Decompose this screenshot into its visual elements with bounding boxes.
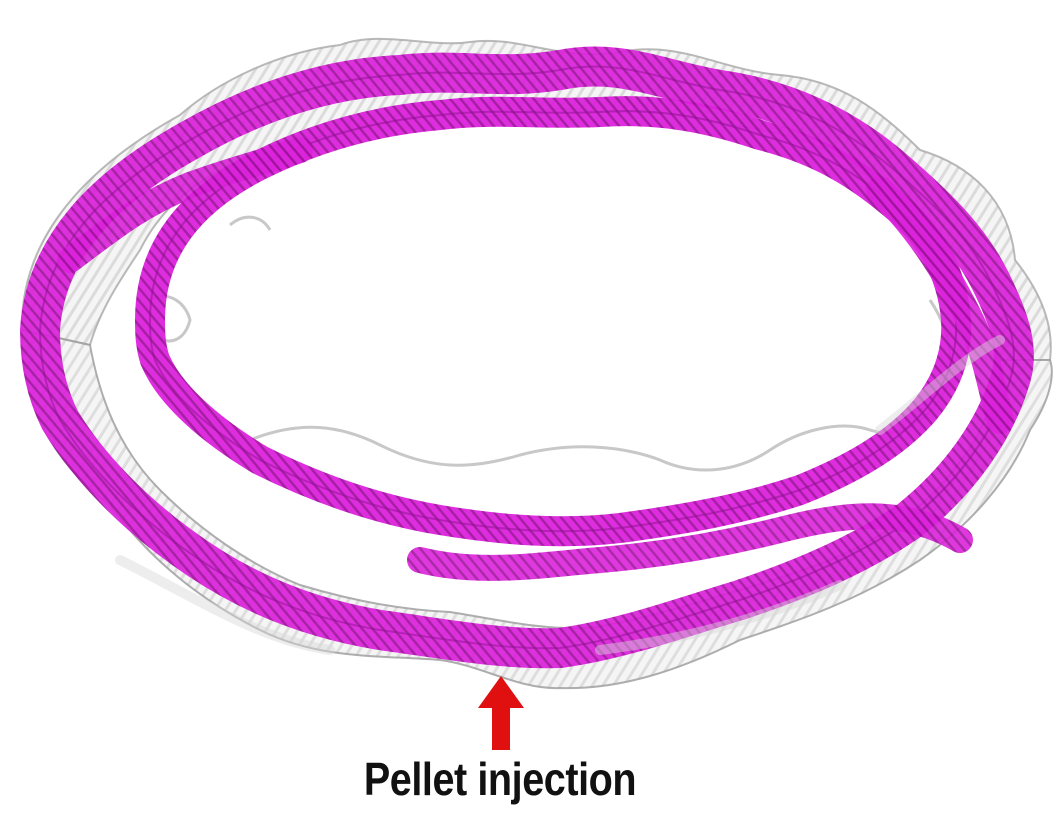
arrow-up-icon [478, 676, 524, 750]
surface-inner-lobes [150, 217, 950, 470]
caption: Pellet injection [70, 752, 930, 806]
helical-bands [40, 67, 1014, 649]
band-inner [150, 111, 956, 531]
